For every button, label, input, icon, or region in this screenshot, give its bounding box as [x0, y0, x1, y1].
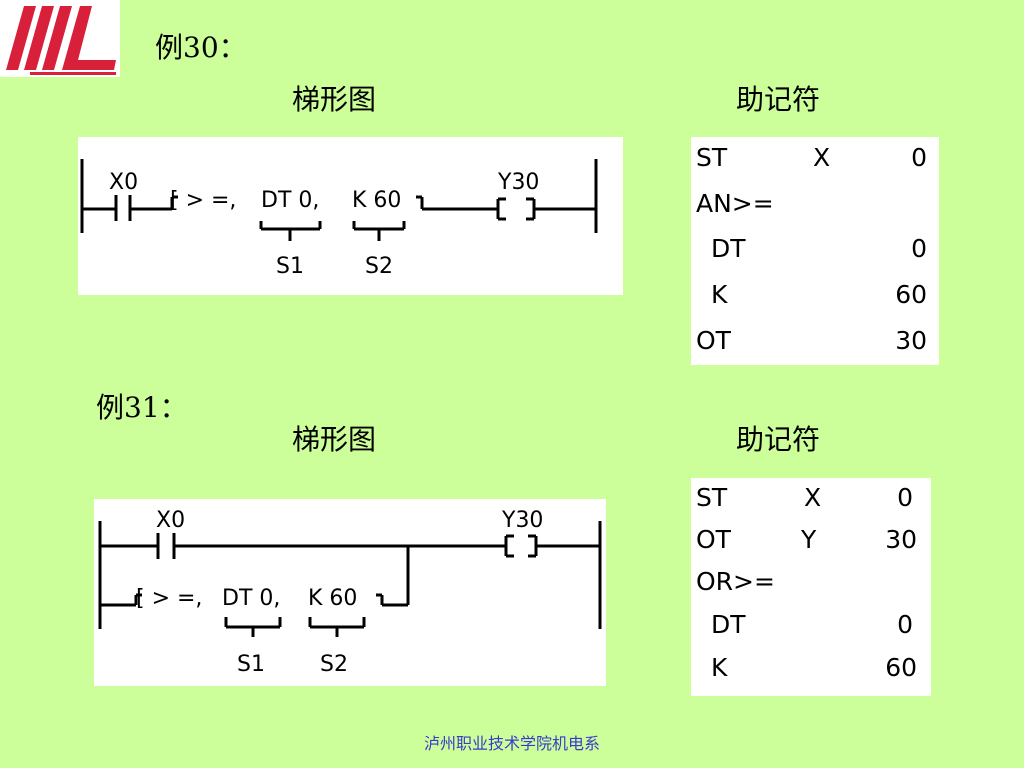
mnemonic-number: 30 [895, 326, 927, 355]
mnemonic-row: DT 0 [691, 234, 939, 274]
example31-ladder-diagram: X0 [ > =, DT 0, K 60 S1 S2 Y30 [94, 499, 606, 686]
example30-mnemonic-heading: 助记符 [736, 83, 821, 116]
mnemonic-op: OT [696, 326, 731, 355]
mnemonic-row: AN>= [691, 189, 939, 229]
operand1-tag: S1 [276, 254, 304, 279]
operand2-tag: S2 [365, 254, 393, 279]
mnemonic-number: 60 [895, 280, 927, 309]
mnemonic-number: 60 [885, 653, 917, 682]
mnemonic-row: K 60 [691, 653, 931, 693]
mnemonic-device: X [813, 143, 831, 172]
mnemonic-row: K 60 [691, 280, 939, 320]
footer-text: 泸州职业技术学院机电系 [423, 734, 600, 753]
mnemonic-row: OT Y 30 [691, 525, 931, 565]
mnemonic-number: 30 [885, 525, 917, 554]
operand2: K 60 [352, 188, 401, 213]
mnemonic-number: 0 [911, 143, 927, 172]
mnemonic-row: OT 30 [691, 326, 939, 366]
mnemonic-row: ST X 0 [691, 143, 939, 183]
mnemonic-op: DT [711, 610, 746, 639]
contact-label: X0 [156, 508, 185, 533]
coil-label: Y30 [501, 508, 543, 533]
compare-operator: [ > =, [136, 586, 202, 611]
mnemonic-device: X [804, 483, 822, 512]
mnemonic-row: ST X 0 [691, 483, 931, 523]
mnemonic-op: ST [696, 483, 728, 512]
operand2-tag: S2 [320, 652, 348, 677]
operand2: K 60 [308, 586, 357, 611]
mnemonic-device: Y [801, 525, 817, 554]
operand1-tag: S1 [237, 652, 265, 677]
compare-operator: [ > =, [170, 188, 236, 213]
mnemonic-op: OT [696, 525, 731, 554]
red-stripes-L-logo-icon [6, 6, 116, 75]
logo [0, 0, 120, 77]
example30-ladder-heading: 梯形图 [292, 83, 377, 116]
mnemonic-number: 0 [897, 483, 913, 512]
mnemonic-row: OR>= [691, 567, 931, 607]
example31-mnemonic-table: ST X 0 OT Y 30 OR>= DT 0 K 60 [691, 478, 931, 696]
example30-title: 例30： [155, 31, 247, 64]
mnemonic-number: 0 [897, 610, 913, 639]
example30-ladder-diagram: X0 [ > =, DT 0, K 60 S1 S2 Y30 [78, 137, 623, 295]
coil-label: Y30 [497, 170, 539, 195]
mnemonic-op: ST [696, 143, 728, 172]
mnemonic-number: 0 [911, 234, 927, 263]
mnemonic-row: DT 0 [691, 610, 931, 650]
mnemonic-op: AN>= [696, 189, 774, 218]
mnemonic-op: OR>= [696, 567, 775, 596]
mnemonic-op: K [711, 280, 728, 309]
example31-title: 例31： [96, 391, 188, 424]
mnemonic-op: K [711, 653, 728, 682]
mnemonic-op: DT [711, 234, 746, 263]
example31-ladder-heading: 梯形图 [292, 423, 377, 456]
operand1: DT 0, [222, 586, 280, 611]
contact-label: X0 [109, 170, 138, 195]
operand1: DT 0, [261, 188, 319, 213]
example30-mnemonic-table: ST X 0 AN>= DT 0 K 60 OT 30 [691, 137, 939, 365]
example31-mnemonic-heading: 助记符 [736, 423, 821, 456]
